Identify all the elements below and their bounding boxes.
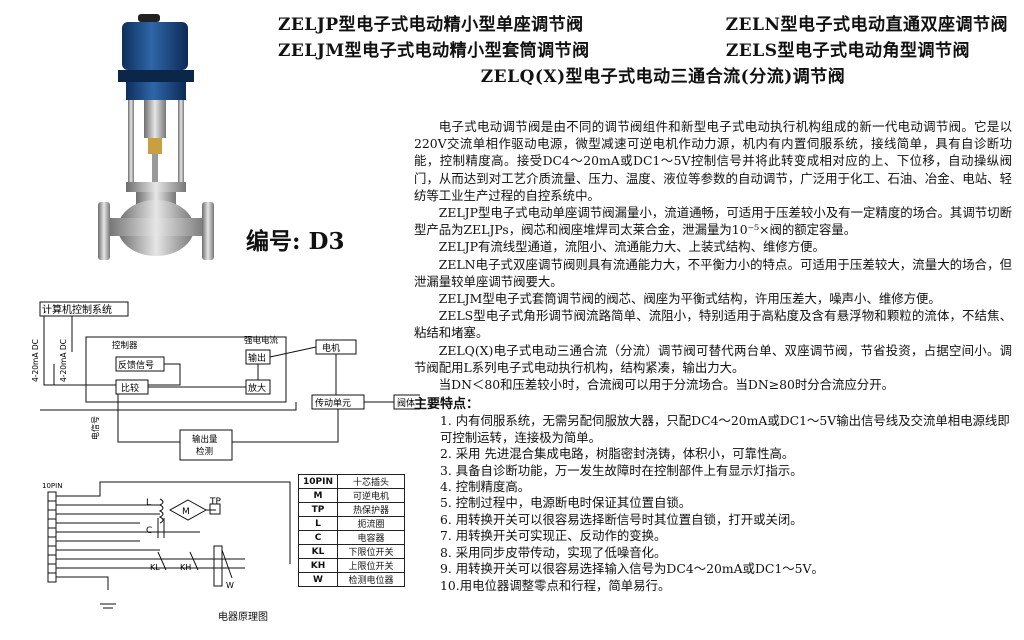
wiring-C: C [146, 526, 152, 536]
paragraph: ZELS型电子式角形调节阀流路简单、流阻小，特别适用于高粘度及含有悬浮物和颗粒的… [414, 308, 1012, 341]
title-zeljp: ZELJP型电子式电动精小型单座调节阀 [278, 15, 584, 35]
pin-label: 10PIN [42, 482, 62, 490]
feature-item: 5. 控制过程中，电源断电时保证其位置自锁。 [440, 495, 692, 511]
title-zels: ZELS型电子式电动角型调节阀 [725, 41, 970, 61]
feedback-label: 反馈信号 [118, 359, 154, 371]
wiring-KH: KH [180, 563, 191, 572]
pin-code: C [298, 530, 338, 545]
wiring-L: L [146, 498, 151, 508]
paragraph: ZELN电子式双座调节阀则具有流通能力大，不平衡力小的特点。可适用于压差较大，流… [414, 256, 1012, 289]
title-zeljm: ZELJM型电子式电动精小型套筒调节阀 [278, 41, 590, 61]
feature-item: 3. 具备自诊断功能，万一发生故障时在控制部件上有显示灯指示。 [440, 462, 803, 478]
pin-desc: 上限位开关 [337, 558, 405, 573]
title-zeln: ZELN型电子式电动直通双座调节阀 [725, 15, 1008, 35]
title-row-1: ZELJP型电子式电动精小型单座调节阀 ZELN型电子式电动直通双座调节阀 [278, 12, 1008, 38]
pin-code: W [298, 572, 338, 587]
motor-label: 电机 [322, 342, 340, 354]
wiring-caption: 电器原理图 [218, 612, 268, 623]
valve-photo [98, 14, 214, 260]
pin-desc: 十芯插头 [337, 474, 405, 489]
paragraph: 当DN＜80和压差较小时，合流阀可以用于分流场合。当DN≥80时分合流应分开。 [438, 377, 894, 393]
amplify-label: 放大 [248, 382, 266, 394]
feature-item: 10.用电位器调整零点和行程，简单易行。 [440, 577, 671, 593]
title-block: ZELJP型电子式电动精小型单座调节阀 ZELN型电子式电动直通双座调节阀 ZE… [278, 12, 1008, 90]
output-detect-label-1: 输出量 [192, 434, 218, 445]
feature-item: 1. 内有伺服系统，无需另配伺服放大器，只配DC4～20mA或DC1～5V输出信… [440, 413, 1010, 445]
output-label: 输出 [248, 352, 266, 364]
control-block-diagram: 计算机控制系统 控制器 反馈信号 比较 强电电流 输出 放大 电机 传动单元 阀… [31, 301, 420, 461]
output-detect-label-2: 检测 [196, 446, 213, 457]
pin-code: L [298, 516, 338, 531]
feature-item: 7. 用转换开关可实现正、反动作的变换。 [440, 528, 667, 544]
pin-desc: 可逆电机 [337, 488, 405, 503]
pin-code: M [298, 488, 338, 503]
computer-label: 计算机控制系统 [42, 303, 112, 316]
title-row-2: ZELJM型电子式电动精小型套筒调节阀 ZELS型电子式电动角型调节阀 [278, 38, 1008, 64]
wiring-diagram: 10PIN L C M TP KL KH W [42, 481, 291, 609]
pin-desc: 热保护器 [337, 502, 405, 517]
pin-code: KL [298, 544, 338, 559]
paragraph: ZELJP型电子式电动单座调节阀漏量小，流道通畅，可适用于压差较小及有一定精度的… [414, 205, 1012, 238]
feature-item: 4. 控制精度高。 [440, 479, 531, 495]
pin-code: TP [298, 502, 338, 517]
signal-left-label: 4-20mA DC [31, 339, 40, 382]
title-zelq: ZELQ(X)型电子式电动三通合流(分流)调节阀 [480, 67, 846, 87]
signal-right-label: 4-20mA DC [59, 339, 68, 382]
description: 电子式电动调节阀是由不同的调节阀组件和新型电子式电动执行机构组成的新一代电动调节… [414, 118, 1012, 594]
valve-body-label: 阀体 [397, 397, 415, 409]
strong-current-label: 强电电流 [244, 335, 279, 346]
pin-desc: 扼流圈 [337, 516, 405, 531]
feature-item: 6. 用转换开关可以很容易选择断信号时其位置自锁，打开或关闭。 [440, 511, 803, 527]
paragraph: ZELJM型电子式套筒调节阀的阀芯、阀座为平衡式结构，许用压差大，噪声小、维修方… [438, 291, 941, 307]
wiring-M: M [182, 507, 190, 517]
feature-item: 8. 采用同步皮带传动，实现了低噪音化。 [440, 544, 667, 560]
feature-item: 2. 采用 先进混合集成电路，树脂密封浇铸，体积小，可靠性高。 [440, 446, 795, 462]
pin-code: KH [298, 558, 338, 573]
feature-item: 9. 用转换开关可以很容易选择输入信号为DC4～20mA或DC1～5V。 [440, 561, 824, 577]
pin-desc: 检测电位器 [337, 572, 405, 587]
electric-signal-label: 电信号 [90, 416, 100, 440]
controller-label: 控制器 [112, 340, 138, 351]
pin-desc: 电容器 [337, 530, 405, 545]
wiring-KL: KL [150, 563, 160, 572]
pin-code: 10PIN [298, 474, 338, 489]
transmission-label: 传动单元 [315, 397, 351, 409]
product-code: 编号: D3 [246, 228, 345, 255]
compare-label: 比较 [121, 382, 139, 394]
paragraph: ZELQ(X)电子式电动三通合流（分流）调节阀可替代两台单、双座调节阀，节省投资… [414, 342, 1012, 375]
title-row-3: ZELQ(X)型电子式电动三通合流(分流)调节阀 [278, 64, 1008, 90]
wiring-TP: TP [209, 497, 221, 507]
pin-desc: 下限位开关 [337, 544, 405, 559]
wiring-W: W [226, 581, 234, 590]
paragraph: ZELJP有流线型通道，流阻小、流通能力大、上装式结构、维修方便。 [438, 239, 825, 255]
features-heading: 主要特点： [414, 397, 480, 413]
paragraph: 电子式电动调节阀是由不同的调节阀组件和新型电子式电动执行机构组成的新一代电动调节… [414, 119, 1012, 203]
